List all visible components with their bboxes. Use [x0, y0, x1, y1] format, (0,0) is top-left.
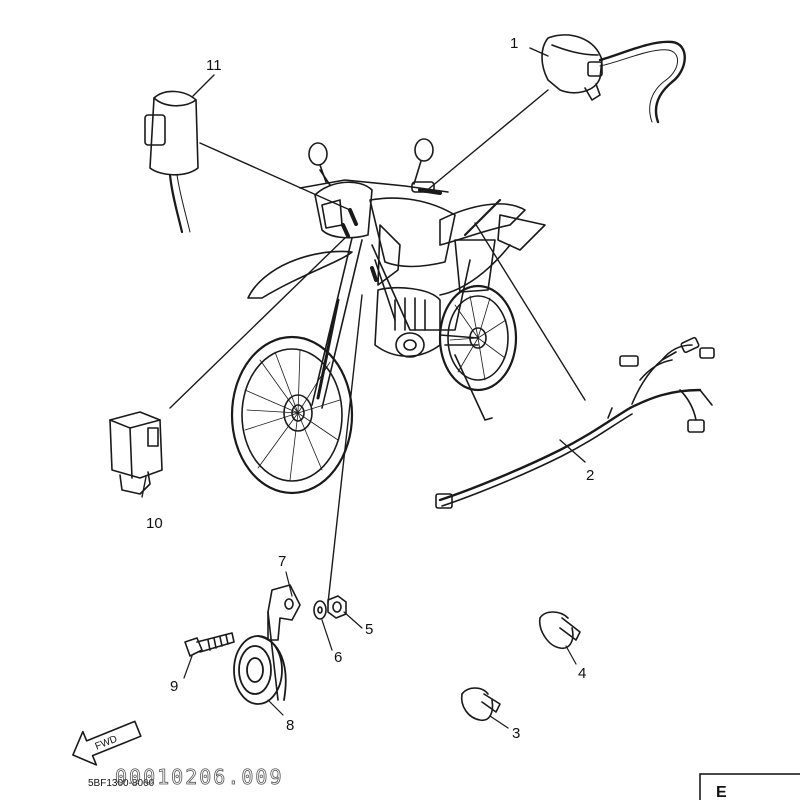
nut [327, 595, 347, 619]
callout-labels: 1 2 3 4 5 6 7 8 9 10 11 [146, 35, 594, 742]
callout-ticks [183, 571, 577, 729]
callout-10: 10 [146, 515, 163, 532]
fwd-arrow-icon: FWD [72, 720, 142, 766]
callout-3: 3 [512, 725, 520, 742]
relay-unit [109, 411, 163, 495]
bolt [184, 632, 235, 657]
callout-5: 5 [365, 621, 373, 638]
callout-8: 8 [286, 717, 294, 734]
callout-11: 11 [206, 57, 222, 74]
callout-9: 9 [170, 678, 178, 695]
callout-7: 7 [278, 553, 286, 570]
motorcycle-illustration [230, 138, 546, 495]
horn [233, 635, 287, 705]
washer [313, 600, 327, 620]
callout-2: 2 [586, 467, 594, 484]
corner-tab: E [699, 773, 800, 800]
corner-tab-label: E [716, 784, 727, 800]
callout-4: 4 [578, 665, 586, 682]
drawing-code: 5BF1300-8060 [88, 778, 155, 789]
stamp-number: 00010206.009 [115, 765, 284, 789]
handlebar-switch [541, 34, 686, 124]
horn-bracket [267, 584, 301, 701]
band-large [538, 611, 581, 650]
leader-lines [141, 47, 586, 604]
callout-6: 6 [334, 649, 342, 666]
callout-1: 1 [510, 35, 518, 52]
band-small [460, 687, 501, 722]
wire-harness [435, 336, 715, 509]
cdi-unit [144, 90, 199, 234]
